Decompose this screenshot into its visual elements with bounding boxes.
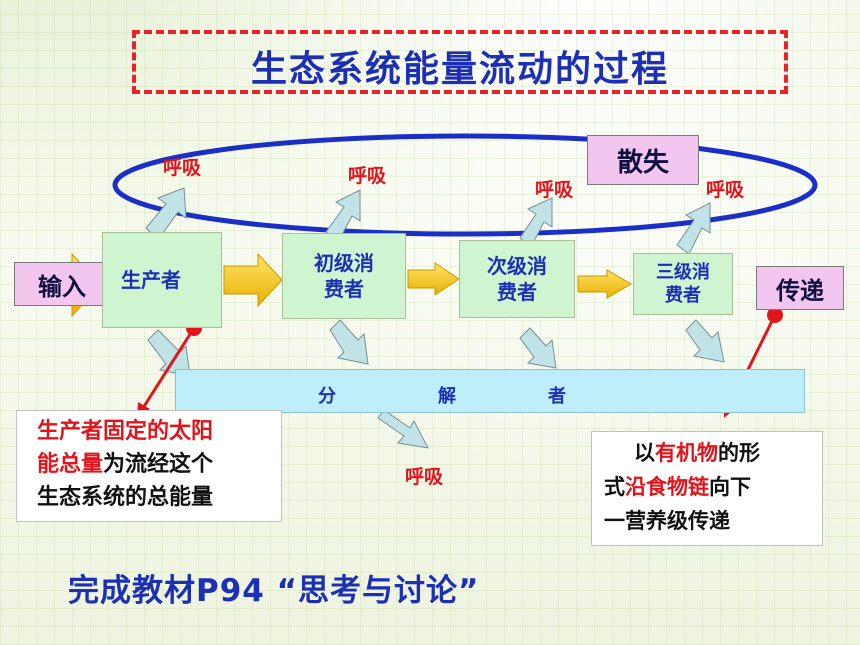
decomposer-char-3: 者	[548, 386, 566, 407]
decomposer-arrow-secondary	[519, 327, 557, 369]
note-left-line2: 能总量为流经这个	[37, 448, 281, 481]
respiration-label-producer: 呼吸	[163, 157, 202, 179]
tertiary-consumer-label-line1: 三级消	[656, 262, 710, 283]
respiration-label-tertiary: 呼吸	[706, 179, 745, 201]
note-right-part3: 的形	[718, 441, 760, 465]
note-right-line2: 式沿食物链向下	[604, 470, 822, 504]
transfer-tag: 传递	[756, 266, 844, 310]
decomposer-arrow-primary	[329, 319, 369, 365]
flow-arrow-2	[407, 262, 460, 296]
decomposer-arrow-tertiary	[685, 319, 725, 363]
respiration-label-secondary: 呼吸	[535, 179, 574, 201]
respiration-label-decomposer: 呼吸	[405, 466, 444, 488]
title-box: 生态系统能量流动的过程	[132, 30, 788, 94]
secondary-consumer-node: 次级消 费者	[459, 240, 575, 318]
respiration-label-primary: 呼吸	[348, 165, 387, 187]
decomposer-char-2: 解	[438, 386, 456, 407]
respiration-arrow-tertiary	[676, 202, 711, 255]
flow-arrow-3	[577, 269, 632, 299]
note-right-part1: 以	[634, 441, 655, 465]
primary-consumer-label-line2: 费者	[324, 277, 364, 301]
secondary-consumer-label-line2: 费者	[497, 280, 537, 304]
tertiary-consumer-label-line2: 费者	[665, 285, 701, 306]
note-right-part6: 向下	[709, 475, 751, 499]
note-right-part2: 有机物	[655, 441, 718, 465]
note-left-line3: 生态系统的总能量	[37, 485, 214, 510]
note-left-line2-rest: 为流经这个	[103, 452, 214, 477]
dissipation-ellipse	[112, 133, 818, 237]
decomposer-arrow-producer	[147, 329, 191, 377]
producer-node: 生产者	[102, 232, 222, 328]
note-right-part5: 沿食物链	[625, 475, 709, 499]
transfer-note: 以有机物的形 式沿食物链向下 一营养级传递	[591, 431, 823, 546]
decomposer-respiration-arrow	[377, 409, 429, 449]
producer-label: 生产者	[121, 268, 181, 292]
producer-energy-note: 生产者固定的太阳 能总量为流经这个 生态系统的总能量	[16, 410, 282, 522]
note-left-line1: 生产者固定的太阳	[37, 419, 214, 444]
note-right-line3: 一营养级传递	[604, 509, 730, 533]
secondary-consumer-label-line1: 次级消	[487, 254, 547, 278]
flow-arrow-1	[223, 252, 283, 308]
primary-consumer-node: 初级消 费者	[282, 233, 406, 319]
page-title: 生态系统能量流动的过程	[250, 49, 669, 90]
decomposer-bar: 分 解 者	[175, 369, 805, 413]
decomposer-char-1: 分	[318, 386, 336, 407]
note-right-line1: 以有机物的形	[604, 436, 822, 470]
dissipation-tag: 散失	[587, 135, 699, 185]
note-right-part4: 式	[604, 475, 625, 499]
note-left-line2-red: 能总量	[37, 452, 104, 477]
decomposer-arrows	[147, 319, 725, 449]
primary-consumer-label-line1: 初级消	[314, 251, 374, 275]
connector-right-dot	[767, 307, 783, 323]
input-tag: 输入	[14, 262, 110, 306]
connector-left	[141, 327, 196, 409]
textbook-instruction: 完成教材P94 “思考与讨论”	[68, 573, 480, 609]
tertiary-consumer-node: 三级消 费者	[633, 253, 733, 315]
